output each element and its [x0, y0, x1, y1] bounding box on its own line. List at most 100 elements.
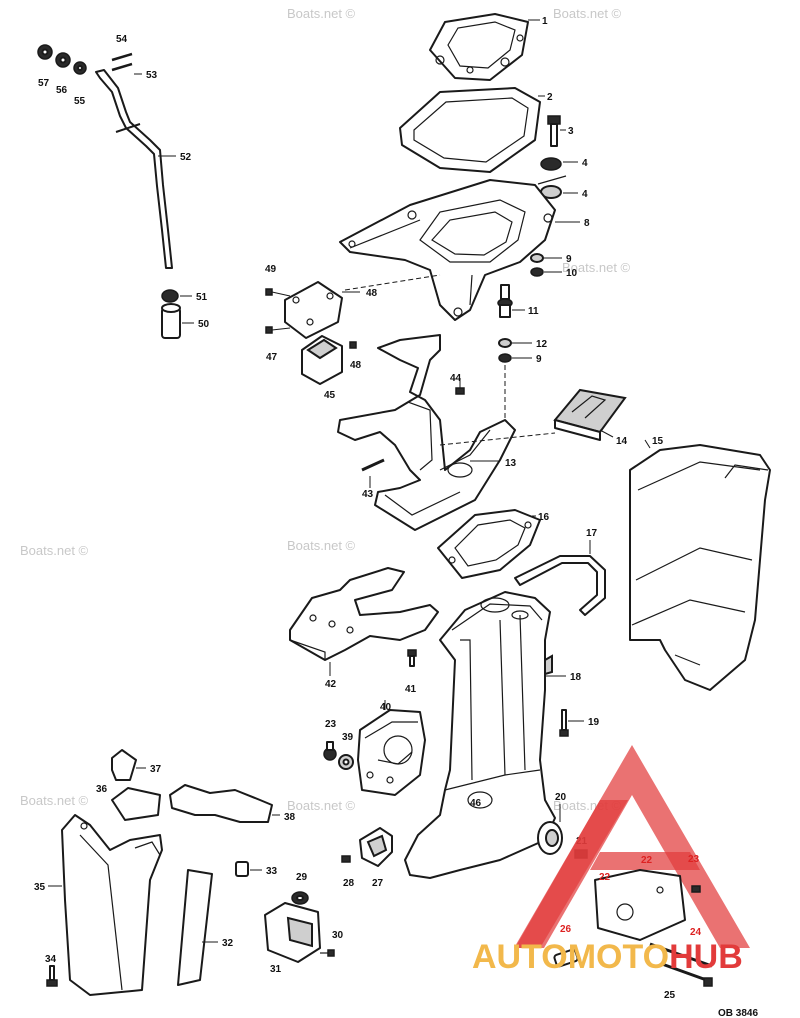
- gasket-1-drawing: [429, 13, 529, 81]
- part-label-24: 24: [690, 927, 702, 938]
- part-label-9b: 9: [536, 354, 542, 365]
- washer-nut-9-10-drawing: [530, 253, 544, 277]
- block-40-drawing: [357, 709, 426, 796]
- part-label-53: 53: [146, 70, 158, 81]
- bracket-36-drawing: [111, 787, 161, 821]
- clip-33-drawing: [235, 861, 249, 877]
- part-label-46: 46: [470, 798, 482, 809]
- part-label-35: 35: [34, 882, 46, 893]
- grommet-50-51-drawing: [161, 289, 181, 339]
- part-label-2: 2: [547, 92, 553, 103]
- watermark: Boats.net ©: [20, 793, 89, 808]
- part-label-36: 36: [96, 784, 108, 795]
- part-label-22a: 22: [641, 855, 653, 866]
- part-label-11: 11: [528, 306, 539, 317]
- watermark: Boats.net ©: [287, 538, 356, 553]
- part-label-56: 56: [56, 85, 68, 96]
- pin-53-54-drawing: [111, 52, 133, 72]
- part-label-4a: 4: [582, 158, 588, 169]
- seal-2-drawing: [399, 87, 541, 173]
- part-label-8: 8: [584, 218, 590, 229]
- part-label-15: 15: [652, 436, 664, 447]
- part-label-10: 10: [566, 268, 578, 279]
- swivel-bracket-13-drawing: [337, 334, 516, 531]
- part-label-13: 13: [505, 458, 517, 469]
- part-label-31: 31: [270, 964, 282, 975]
- bolt-3-drawing: [547, 115, 561, 147]
- part-label-28: 28: [343, 878, 355, 889]
- part-label-1: 1: [542, 16, 548, 27]
- logo-auto: AUTO: [472, 938, 568, 976]
- part-label-38b: 38: [284, 812, 296, 823]
- tube-17-drawing: [514, 555, 606, 616]
- clip-37-drawing: [111, 749, 137, 781]
- watermark: Boats.net ©: [287, 798, 356, 813]
- part-label-18: 18: [570, 672, 582, 683]
- washer-12-9-drawing: [498, 338, 512, 363]
- part-label-48a: 48: [366, 288, 378, 299]
- screw-41-drawing: [407, 649, 417, 667]
- gasket-16-drawing: [437, 509, 541, 579]
- strip-32-drawing: [177, 869, 213, 986]
- part-label-16: 16: [538, 512, 550, 523]
- part-label-37: 37: [150, 764, 162, 775]
- part-label-51: 51: [196, 292, 208, 303]
- part-label-27: 27: [372, 878, 384, 889]
- part-label-33: 33: [266, 866, 278, 877]
- part-label-49: 49: [265, 264, 277, 275]
- bracket-38-drawing: [169, 784, 273, 823]
- part-label-44: 44: [450, 373, 462, 384]
- part-label-14: 14: [616, 436, 628, 447]
- bolt-24-26-25-drawing: [553, 942, 713, 987]
- washer-29-drawing: [291, 891, 309, 905]
- part-label-57: 57: [38, 78, 50, 89]
- part-label-48b: 48: [350, 360, 362, 371]
- stud-11-drawing: [497, 284, 513, 318]
- part-label-39: 39: [342, 732, 354, 743]
- mount-45-drawing: [301, 335, 343, 385]
- watermark: Boats.net ©: [553, 6, 622, 21]
- shift-rod-52-drawing: [95, 69, 173, 269]
- washers-55-56-57-drawing: [37, 44, 87, 75]
- part-label-23a: 23: [325, 719, 337, 730]
- part-label-55: 55: [74, 96, 86, 107]
- part-label-32: 32: [222, 938, 234, 949]
- watermark: Boats.net ©: [287, 6, 356, 21]
- part-label-29: 29: [296, 872, 308, 883]
- part-label-4b: 4: [582, 189, 588, 200]
- bolt-23-washer-39-drawing: [323, 741, 354, 770]
- pin-43-drawing: [361, 458, 385, 472]
- part-label-23b: 23: [688, 854, 700, 865]
- bracket-22-drawing: [594, 869, 686, 941]
- logo-hub: HUB: [669, 938, 743, 976]
- part-label-20: 20: [555, 792, 567, 803]
- anode-31-drawing: [264, 902, 335, 963]
- part-label-19: 19: [588, 717, 600, 728]
- part-label-43: 43: [362, 489, 374, 500]
- automotohub-logo: [514, 745, 750, 948]
- cover-15-drawing: [629, 444, 771, 691]
- part-label-22b: 22: [599, 872, 611, 883]
- part-label-54: 54: [116, 34, 128, 45]
- plate-42-drawing: [289, 567, 439, 661]
- pad-14-drawing: [553, 388, 627, 441]
- logo-wordmark: AUTOMOTOHUB: [472, 938, 743, 976]
- part-label-26: 26: [560, 924, 572, 935]
- part-label-17: 17: [586, 528, 598, 539]
- bracket-48-drawing: [284, 281, 343, 339]
- housing-18-drawing: [404, 591, 556, 879]
- cover-35-drawing: [61, 814, 163, 996]
- part-label-25: 25: [664, 990, 676, 1001]
- drawing-code: OB 3846: [718, 1008, 758, 1018]
- part-label-40: 40: [380, 702, 392, 713]
- part-label-45: 45: [324, 390, 336, 401]
- part-label-50: 50: [198, 319, 210, 330]
- watermark: Boats.net ©: [562, 260, 631, 275]
- part-label-52: 52: [180, 152, 192, 163]
- intake-27-drawing: [359, 827, 393, 867]
- logo-moto: MOTO: [568, 938, 669, 976]
- part-label-30: 30: [332, 930, 344, 941]
- part-label-12: 12: [536, 339, 548, 350]
- adapter-plate-8-drawing: [339, 179, 556, 321]
